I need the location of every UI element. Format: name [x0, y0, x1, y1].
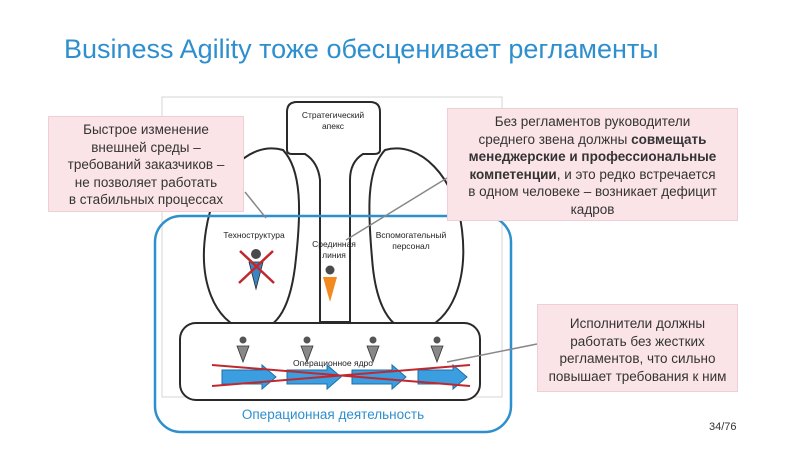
page-number: 34/76 — [709, 421, 737, 433]
callout-line: кадров — [570, 201, 615, 217]
technostructure-cross-icon — [238, 250, 275, 284]
callout-line: в стабильных процессах — [68, 192, 224, 207]
support-staff-label-2: персонал — [392, 241, 430, 251]
process-strike-line — [211, 364, 471, 387]
callout-line: компетенции, и это редко встречается — [456, 166, 729, 184]
middle-line-label-1: Срединная — [312, 239, 356, 249]
worker-icon — [430, 336, 444, 364]
operating-core-label: Операционное ядро — [293, 358, 373, 368]
slide-title: Business Agility тоже обесценивает регла… — [64, 34, 659, 64]
callout-pointer-line — [345, 177, 448, 241]
middle-line-label-2: линия — [322, 250, 346, 260]
callout-environment-change: Быстрое изменение внешней среды – требов… — [48, 116, 244, 212]
callout-text: , и это редко встречается — [556, 166, 716, 182]
technostructure-label: Техноструктура — [223, 230, 285, 240]
callout-line: Быстрое изменение — [83, 122, 209, 137]
callout-line: работать без жестких — [570, 333, 705, 349]
callout-middle-managers: Без регламентов руководители среднего зв… — [447, 108, 738, 221]
callout-line: требований заказчиков – — [67, 157, 225, 172]
callout-bold-text: совмещать — [631, 131, 707, 147]
callout-line: не позволяет работать — [74, 174, 218, 190]
operations-frame — [153, 214, 513, 434]
apex-label-line-1: Стратегический — [302, 110, 365, 120]
callout-pointer-line — [244, 191, 267, 219]
worker-icon — [300, 336, 314, 364]
callout-pointer-line — [446, 343, 538, 363]
callout-line: Исполнители должны — [569, 316, 706, 331]
callout-line: внешней среды – — [91, 139, 201, 155]
callout-text: среднего звена должны — [478, 131, 632, 147]
operations-frame-label: Операционная деятельность — [242, 407, 424, 422]
support-staff-label-1: Вспомогательный — [376, 230, 447, 240]
strategic-apex-shape — [286, 101, 381, 323]
callout-line: среднего звена должны совмещать — [456, 131, 729, 149]
worker-icon — [366, 336, 380, 364]
middle-line-person-icon — [323, 265, 337, 302]
callout-line: регламентов, что сильно — [559, 351, 716, 366]
callout-bold-text: менеджерские и профессиональные — [468, 149, 717, 164]
callout-line: повышает требования к ним — [548, 368, 727, 384]
callout-line: в одном человеке – возникает дефицит — [468, 184, 717, 199]
worker-icon — [236, 336, 250, 364]
callout-line: менеджерские и профессиональные — [456, 148, 729, 166]
apex-label-line-2: апекс — [322, 121, 345, 131]
callout-line: Без регламентов руководители — [494, 114, 691, 129]
callout-executors: Исполнители должны работать без жестких … — [537, 304, 738, 392]
callout-bold-text: компетенции — [469, 166, 557, 182]
